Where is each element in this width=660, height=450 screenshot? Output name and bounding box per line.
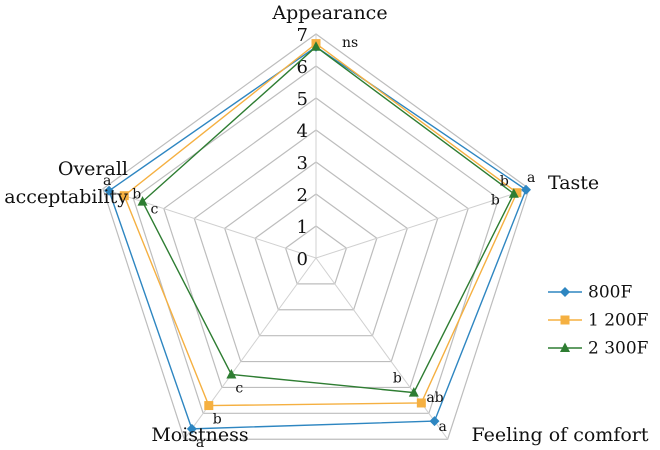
- data-point: [186, 423, 197, 434]
- tick-label: 6: [297, 57, 308, 78]
- axis-label-line: Appearance: [271, 2, 387, 24]
- grid-ring-6: [132, 65, 500, 414]
- grid-layer: [102, 33, 530, 440]
- data-point: [508, 188, 519, 198]
- legend-item-1: 1 200F: [548, 311, 649, 331]
- tick-label: 4: [297, 121, 308, 142]
- series-0: [104, 41, 531, 434]
- significance-label: a: [103, 173, 111, 189]
- tick-label: 1: [297, 217, 308, 238]
- significance-label: ab: [426, 390, 443, 406]
- data-point: [311, 41, 321, 51]
- spoke-4: [102, 188, 317, 259]
- significance-label: b: [491, 193, 500, 209]
- legend-label: 1 200F: [588, 311, 649, 331]
- data-point: [408, 387, 419, 397]
- grid-ring-1: [284, 225, 348, 285]
- legend-label: 800F: [588, 283, 632, 303]
- significance-label: b: [132, 187, 141, 203]
- series-line: [108, 45, 527, 430]
- significance-label: a: [196, 435, 204, 450]
- tick-label: 3: [297, 153, 308, 174]
- data-point: [226, 368, 237, 379]
- axis-label-line: Feeling of comfort: [471, 424, 648, 446]
- axis-label-line: Overall: [58, 158, 128, 180]
- series-line: [123, 42, 518, 407]
- spoke-1: [315, 188, 530, 259]
- axis-label: Taste: [548, 172, 599, 194]
- series-2: [137, 41, 519, 397]
- tick-labels: 0 1 2 3 4 5 6 7: [297, 25, 308, 270]
- tick-label: 7: [297, 25, 308, 46]
- axis-label-line: Moistness: [151, 424, 248, 446]
- axis-label-line: Taste: [548, 172, 599, 194]
- significance-label: b: [393, 371, 402, 387]
- significance-label: ns: [342, 35, 358, 51]
- data-point: [104, 185, 115, 196]
- axis-label-line: acceptability: [4, 186, 128, 208]
- spoke-3: [183, 257, 317, 440]
- tick-label: 2: [297, 185, 308, 206]
- axis-label: Appearance: [271, 2, 387, 24]
- tick-label: 0: [297, 249, 308, 270]
- significance-label: b: [213, 412, 222, 428]
- grid-ring-2: [254, 193, 378, 311]
- grid-ring-5: [163, 97, 469, 389]
- legend-marker: [560, 287, 570, 297]
- axis-label: Overall acceptability: [4, 158, 128, 208]
- tick-label: 5: [297, 89, 308, 110]
- data-point: [137, 196, 148, 206]
- series-line: [141, 45, 515, 394]
- significance-label: a: [438, 419, 446, 435]
- legend-item-0: 800F: [548, 283, 632, 303]
- data-point: [512, 188, 522, 198]
- legend: 800F 1 200F 2 300F: [548, 283, 649, 359]
- legend-label: 2 300F: [588, 339, 649, 359]
- legend-item-2: 2 300F: [548, 339, 649, 359]
- series-layer: [104, 39, 531, 434]
- spoke-2: [315, 257, 449, 440]
- legend-marker: [560, 315, 570, 325]
- grid-ring-3: [223, 161, 409, 337]
- data-point: [119, 191, 129, 201]
- axis-label: Moistness: [151, 424, 248, 446]
- significance-label: b: [500, 174, 509, 190]
- significance-label: a: [527, 170, 535, 186]
- data-point: [429, 416, 440, 427]
- data-point: [416, 398, 426, 408]
- legend-marker: [560, 342, 570, 352]
- data-point: [204, 401, 214, 411]
- axis-label: Feeling of comfort: [471, 424, 648, 446]
- grid-ring-4: [193, 129, 439, 363]
- grid-ring-7: [102, 33, 530, 440]
- significance-label: c: [235, 380, 243, 396]
- data-point: [520, 184, 531, 195]
- significance-label: c: [151, 202, 159, 218]
